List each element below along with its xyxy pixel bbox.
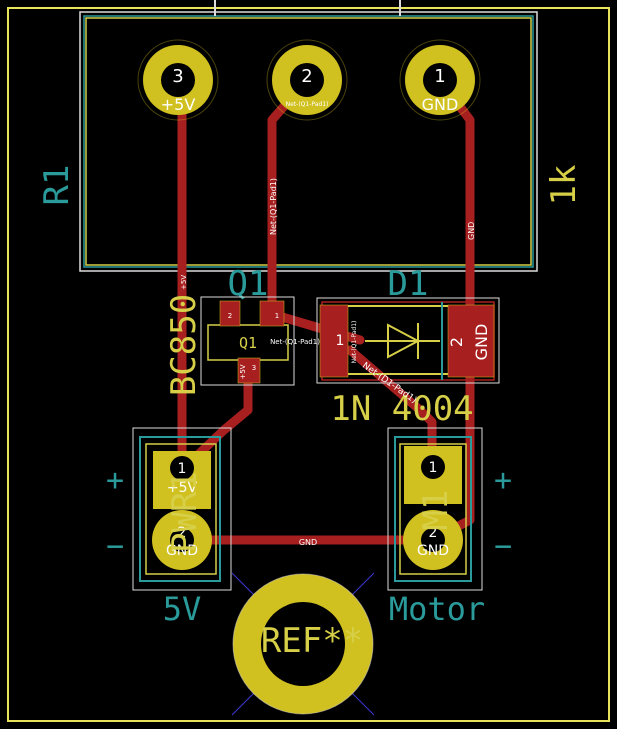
m1-value: Motor [389, 590, 485, 628]
r1-pad-2 [266, 39, 348, 121]
d1-pad2-number: 2 [447, 337, 466, 347]
d1-pad1-number: 1 [336, 333, 345, 349]
m1-fab-outline [399, 443, 467, 575]
board-edge [7, 7, 610, 722]
m1-plus-mark: + [494, 463, 512, 498]
q1-fab-reference: Q1 [239, 334, 257, 352]
m1-fab-reference: M1 [416, 490, 456, 531]
q1-courtyard [200, 296, 295, 386]
r1-pad1-net: GND [422, 95, 459, 114]
r1-silk-outline [83, 15, 534, 268]
pwr1-value: 5V [163, 590, 202, 628]
r1-pad2-number: 2 [301, 66, 312, 87]
q1-value: BC850 [164, 294, 204, 396]
d1-pad1-net: Net-(Q1-Pad1) [351, 321, 358, 364]
pwr1-fab-outline [145, 443, 217, 575]
r1-pad-1 [399, 39, 481, 121]
r1-pad-3 [137, 39, 219, 121]
pwr1-silk-outline [139, 436, 221, 582]
m1-silk-outline [394, 436, 472, 582]
trace-label-gnd-bottom: GND [299, 538, 317, 547]
trace-label-gnd: GND [467, 222, 476, 240]
diode-symbol [365, 323, 440, 359]
q1-pad1-number: 1 [275, 312, 279, 320]
d1-pad-2 [447, 304, 495, 378]
r1-courtyard [79, 11, 538, 272]
r1-pad2-net: Net-(Q1-Pad1) [286, 101, 329, 108]
r1-pad3-net: +5V [161, 95, 196, 114]
trace-label-net-q1: Net-(Q1-Pad1) [269, 178, 278, 235]
m1-pad2-number: 2 [429, 525, 438, 541]
q1-pad-2 [219, 300, 241, 327]
d1-pad-1 [319, 304, 349, 378]
pwr1-pad2-number: 2 [178, 525, 187, 541]
r1-value: 1k [544, 165, 584, 206]
pwr1-plus-mark: + [106, 463, 124, 498]
m1-pad1-number: 1 [429, 460, 438, 476]
mounting-hole [231, 572, 375, 716]
d1-reference: D1 [388, 264, 429, 304]
trace-vcc-q1 [177, 365, 253, 475]
r1-pad1-number: 1 [434, 66, 445, 87]
r1-fab-outline [85, 17, 532, 266]
trace-label-net-q1-short: Net-(Q1-Pad1) [270, 338, 320, 346]
trace-label-vcc: +5V [180, 275, 188, 290]
q1-pad-1 [259, 300, 285, 327]
d1-courtyard [316, 297, 500, 384]
pwr1-pad1-number: 1 [178, 461, 187, 477]
m1-minus-mark: − [494, 529, 512, 564]
d1-value: 1N 4004 [330, 389, 473, 429]
m1-pad2-net: GND [417, 543, 449, 559]
q1-pad3-net: +5V [239, 364, 247, 379]
q1-pad2-number: 2 [228, 312, 232, 320]
pwr1-pad2-net: GND [166, 543, 198, 559]
q1-pad3-number: 3 [252, 364, 256, 372]
d1-pad2-net: GND [472, 324, 491, 361]
r1-pad3-number: 3 [172, 66, 183, 87]
pwr1-fab-reference: PWR1 [165, 471, 205, 553]
q1-reference: Q1 [228, 264, 269, 304]
q1-pad-3 [237, 357, 261, 384]
pwr1-courtyard [132, 427, 232, 591]
r1-reference: R1 [37, 165, 77, 206]
trace-vcc-r1 [173, 75, 187, 473]
pwr1-pad1-net: +5V [167, 480, 198, 496]
mounting-hole-reference: REF** [261, 621, 363, 661]
pwr1-minus-mark: − [106, 529, 124, 564]
m1-courtyard [387, 427, 483, 591]
